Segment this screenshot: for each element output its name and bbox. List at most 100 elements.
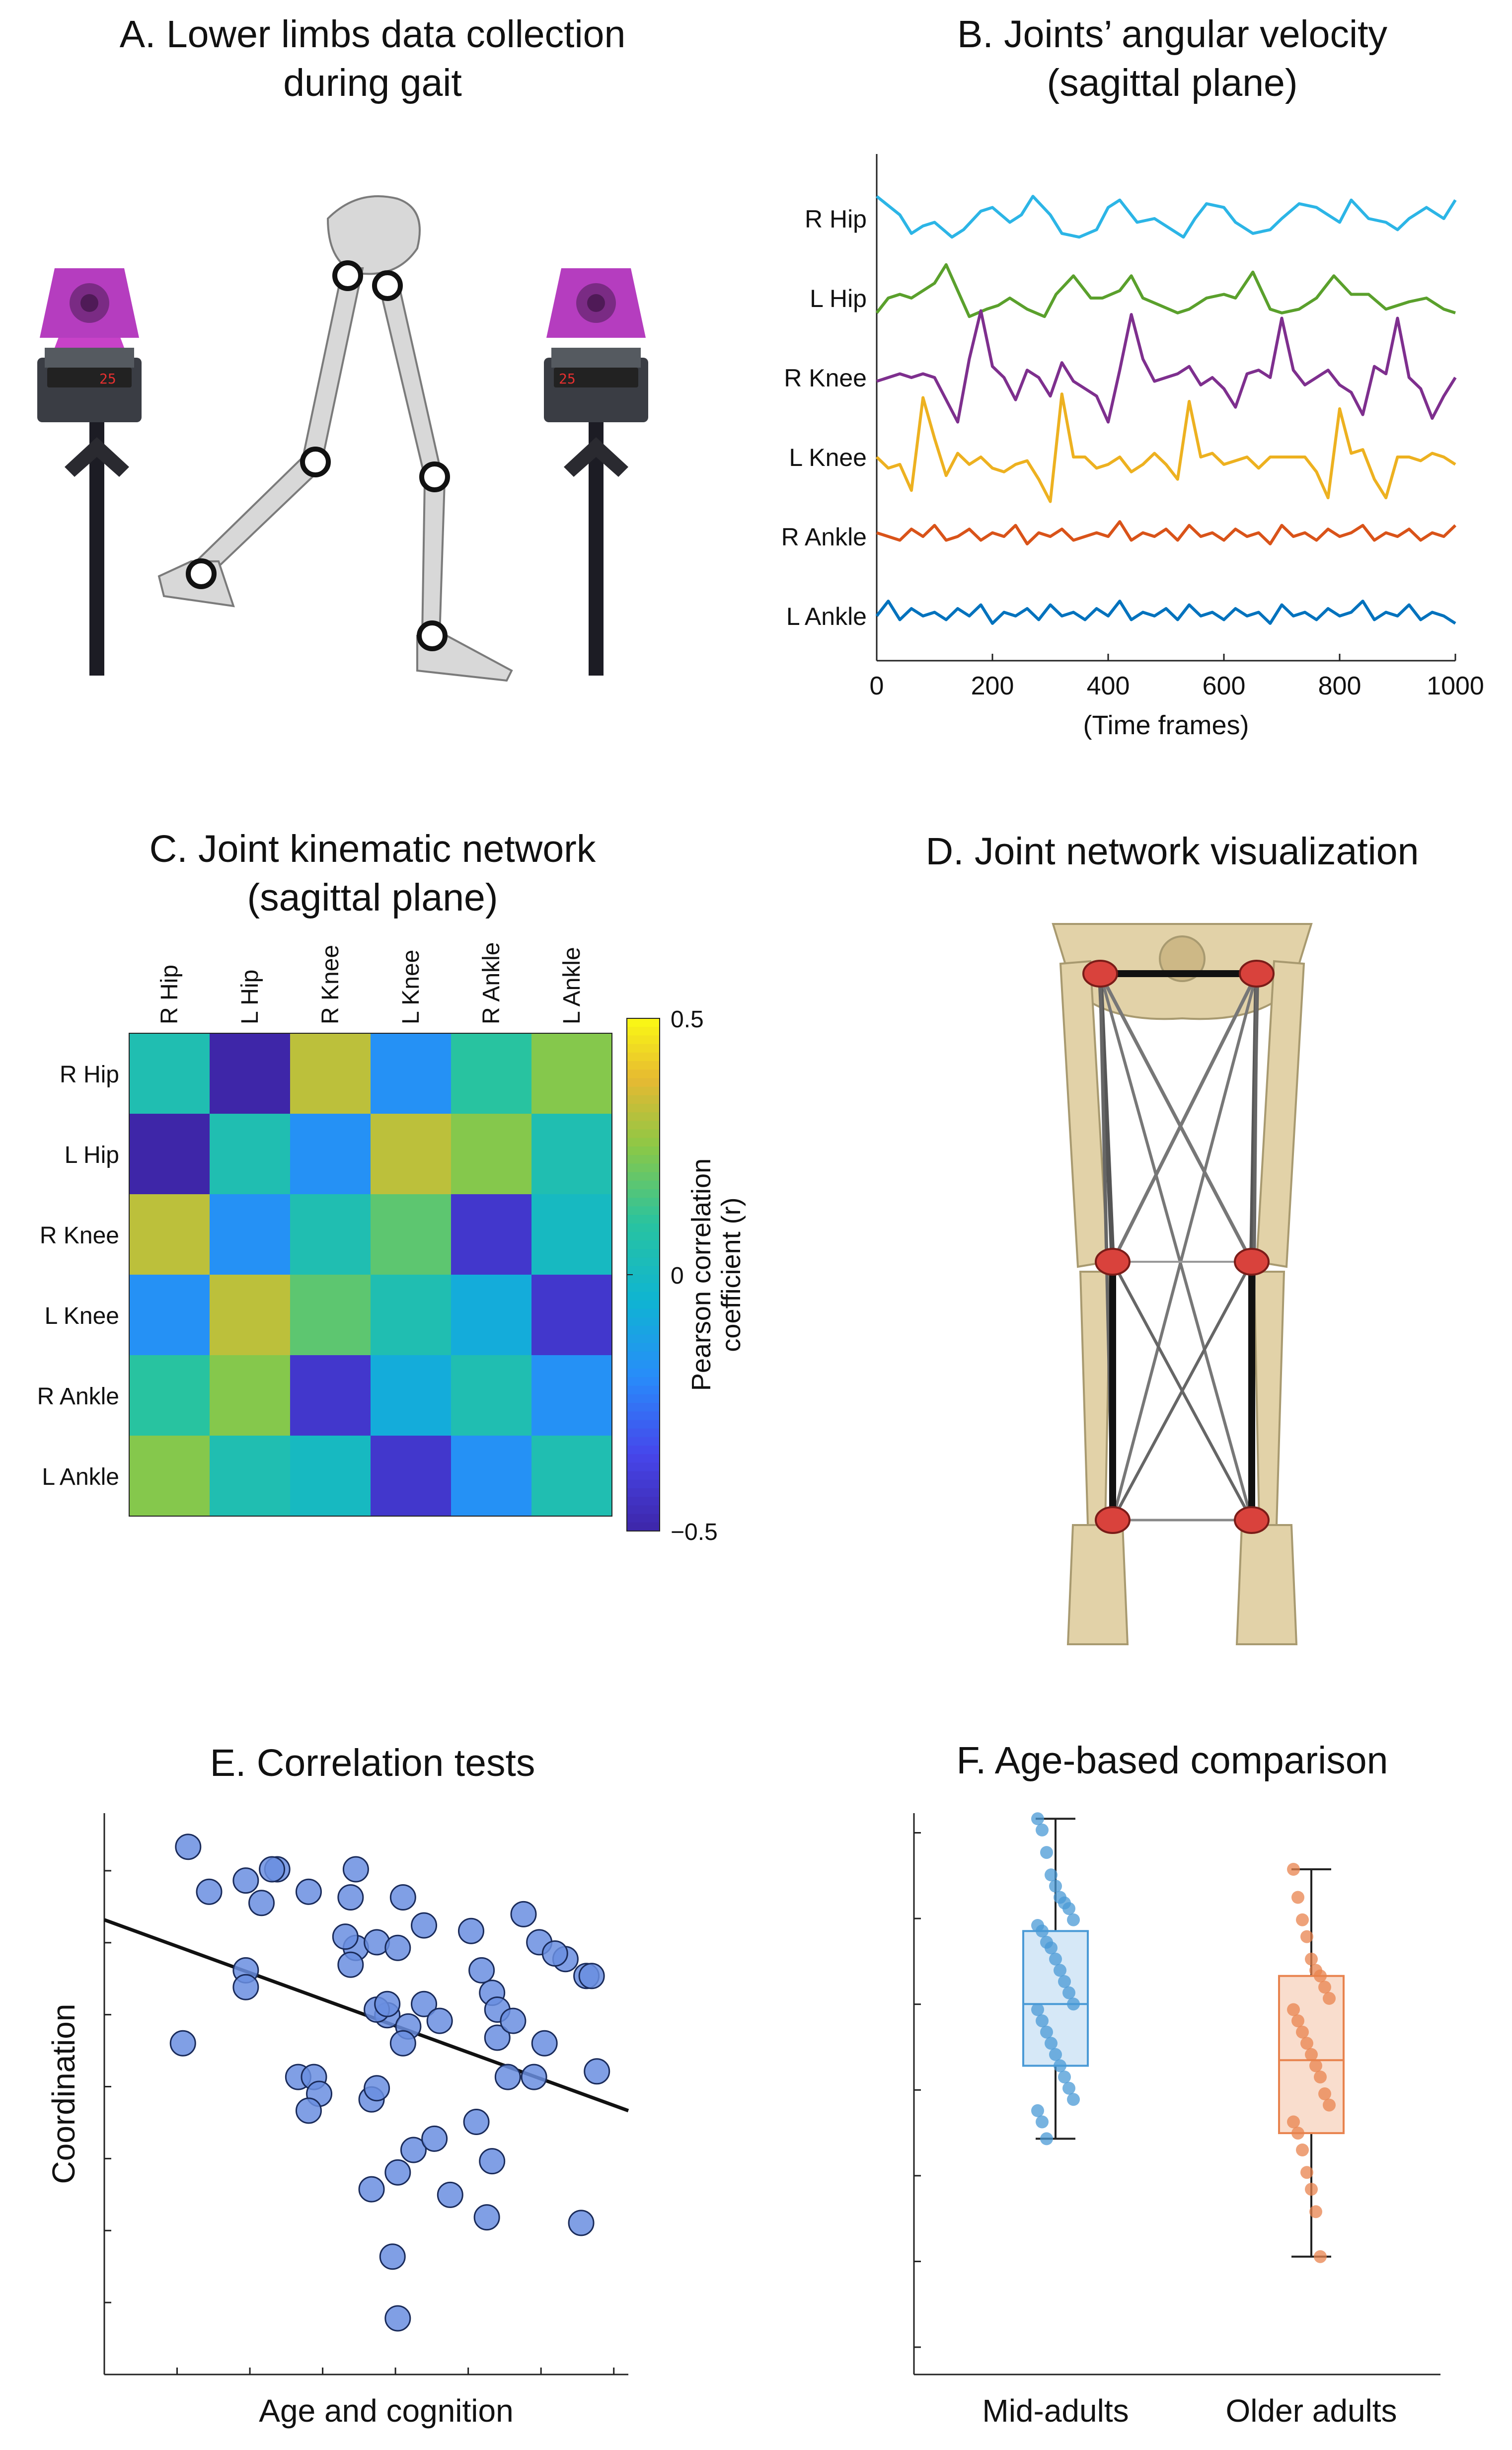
box-point [1309, 2205, 1322, 2219]
colorbar-step [627, 1035, 660, 1045]
colorbar-step [627, 1283, 660, 1293]
scatter-point [358, 2176, 385, 2203]
heatmap-col-label: R Knee [317, 945, 344, 1024]
box-point [1318, 2087, 1331, 2100]
panel-f-title: F. Age-based comparison [956, 1739, 1388, 1782]
heatmap-cell [210, 1436, 290, 1516]
series-line-r-hip [876, 195, 1457, 239]
box-point [1045, 1868, 1058, 1882]
colorbar-step [627, 1138, 660, 1147]
camera-right-display: 25 [559, 371, 576, 387]
node-r-knee [1095, 1248, 1131, 1276]
series-label: R Hip [805, 205, 867, 233]
heatmap-cell [371, 1355, 451, 1436]
box-point [1287, 1863, 1300, 1876]
heatmap-col-label: L Knee [398, 950, 424, 1024]
box-point [1036, 2115, 1049, 2129]
colorbar-step [627, 1104, 660, 1113]
category-label: Older adults [1225, 2393, 1397, 2429]
network-edges [1098, 970, 1259, 1522]
heatmap-cell [371, 1436, 451, 1516]
scatter-point [384, 2305, 411, 2332]
box-point [1318, 1981, 1331, 1994]
box-point [1296, 2025, 1309, 2039]
box-point [1031, 1812, 1044, 1826]
heatmap-row-label: R Knee [40, 1223, 119, 1249]
box-point [1062, 1986, 1075, 1999]
heatmap-cell [210, 1114, 290, 1194]
box-point [1045, 1941, 1058, 1955]
heatmap-row-label: R Hip [60, 1062, 119, 1088]
colorbar-step [627, 1147, 660, 1156]
box-point [1054, 2059, 1066, 2072]
colorbar-step [627, 1351, 660, 1361]
box-point [1036, 2014, 1049, 2028]
colorbar-step [627, 1095, 660, 1104]
scatter-point [531, 2030, 558, 2057]
colorbar-step [627, 1369, 660, 1378]
series-label: L Ankle [786, 603, 867, 630]
heatmap-cell [451, 1275, 531, 1355]
colorbar-step [627, 1497, 660, 1506]
colorbar-step [627, 1522, 660, 1531]
heatmap-cell [129, 1114, 210, 1194]
box-point [1049, 2048, 1062, 2061]
box-point [1040, 2132, 1053, 2145]
heatmap-cell [210, 1194, 290, 1275]
box-point [1314, 1969, 1327, 1983]
scatter-point [337, 1884, 364, 1911]
series-line-l-hip [875, 263, 1456, 318]
colorbar-step [627, 1479, 660, 1489]
box-point [1296, 2144, 1309, 2156]
scatter-point [379, 2243, 406, 2270]
colorbar-step [627, 1420, 660, 1429]
panel-c-title: C. Joint kinematic network (sagittal pla… [20, 825, 725, 922]
scatter-point [541, 1940, 568, 1967]
colorbar-step [627, 1070, 660, 1079]
scatter-point [295, 1878, 322, 1905]
colorbar-step [627, 1292, 660, 1301]
heatmap-cell [451, 1194, 531, 1275]
colorbar-step [627, 1471, 660, 1480]
x-axis-label: (Time frames) [1083, 710, 1249, 740]
x-axis-label: Age and cognition [259, 2393, 513, 2429]
scatter-point [411, 1912, 438, 1939]
panel-a-illustration: 25 25 [37, 195, 648, 682]
box-point [1300, 2037, 1313, 2050]
box-point [1287, 2003, 1300, 2016]
box-point [1314, 2070, 1327, 2084]
scatter-point [384, 2159, 411, 2186]
x-tick-label: 600 [1203, 672, 1246, 700]
scatter-point [295, 2097, 322, 2124]
heatmap-cell [290, 1275, 371, 1355]
box-point [1323, 2098, 1336, 2112]
colorbar-step [627, 1334, 660, 1344]
scatter-point [232, 1974, 259, 2000]
heatmap-cell [290, 1114, 371, 1194]
scatter-point [248, 1890, 275, 1916]
joint-network-visualization [1052, 923, 1313, 1645]
panel-d-title: D. Joint network visualization [925, 830, 1419, 873]
scatter-point [521, 2064, 547, 2090]
colorbar-step [627, 1300, 660, 1309]
heatmap-cell [129, 1275, 210, 1355]
colorbar-step [627, 1308, 660, 1318]
heatmap-cell [371, 1033, 451, 1114]
scatter-point [426, 2007, 453, 2034]
heatmap-cell [451, 1355, 531, 1436]
camera-right: 25 [544, 268, 648, 676]
node-l-knee [1234, 1248, 1270, 1276]
x-tick-label: 200 [971, 672, 1014, 700]
colorbar-step [627, 1257, 660, 1267]
joint-markers-a [186, 260, 450, 651]
scatter-point [494, 2064, 521, 2090]
heatmap-cell [531, 1275, 612, 1355]
colorbar-label-line2: coefficient (r) [716, 1197, 746, 1352]
box-point [1291, 2127, 1304, 2140]
box-point [1291, 2014, 1304, 2028]
box-point [1323, 1991, 1336, 2005]
box-point [1054, 1964, 1066, 1977]
panel-b-title-line1: B. Joints’ angular velocity [957, 13, 1387, 56]
